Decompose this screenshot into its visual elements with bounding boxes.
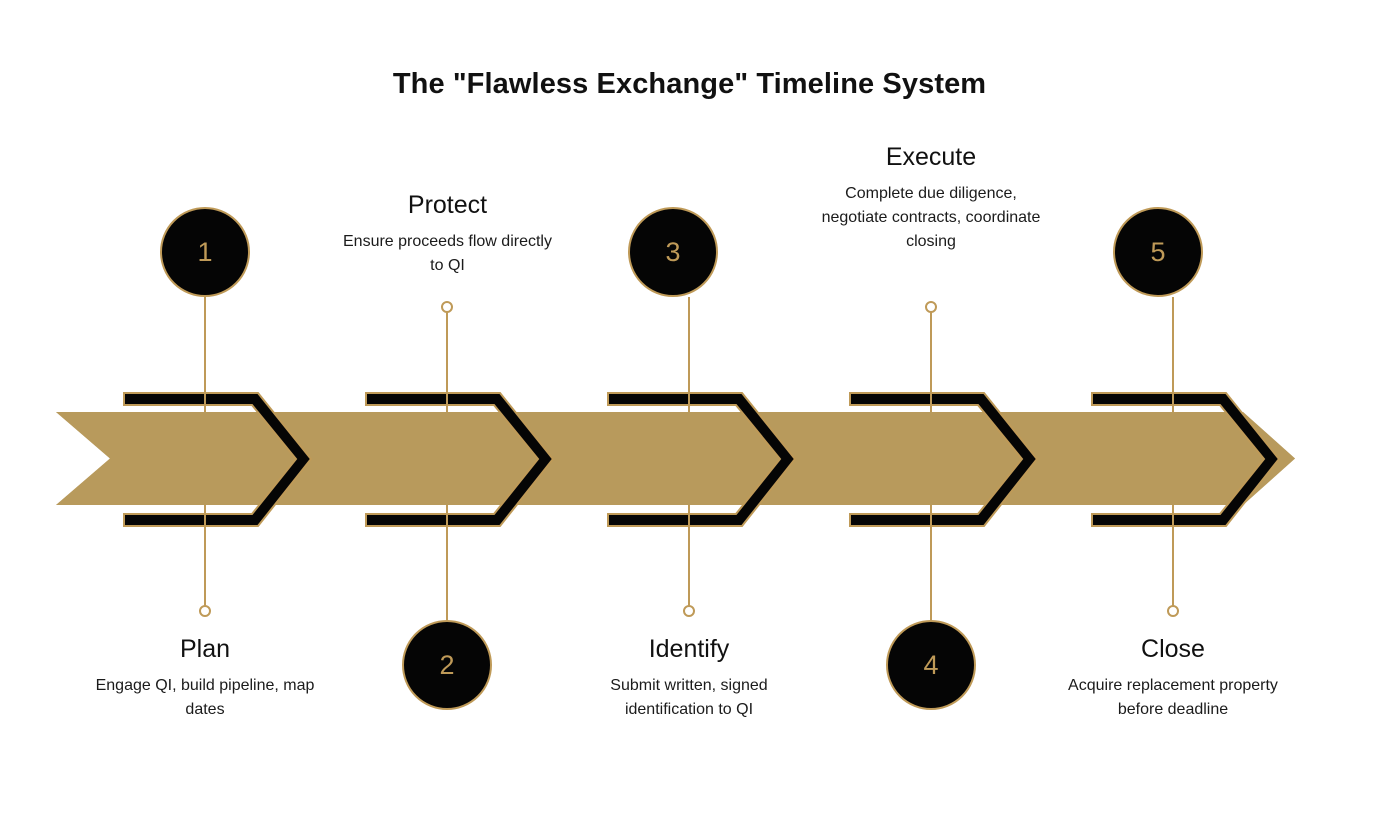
step-number-circle-4[interactable]: 4 (886, 620, 976, 710)
step-number-1: 1 (197, 236, 213, 267)
connector-dot-4 (925, 301, 937, 313)
step-desc-plan: Engage QI, build pipeline, map dates (95, 677, 315, 718)
step-title-close: Close (1141, 635, 1205, 663)
step-title-identify: Identify (648, 635, 730, 663)
step-number-circle-2[interactable]: 2 (402, 620, 492, 710)
page-title: The "Flawless Exchange" Timeline System (392, 68, 987, 100)
step-title-execute: Execute (885, 143, 977, 171)
step-label-close: Close Acquire replacement property befor… (1065, 634, 1281, 722)
step-desc-execute: Complete due diligence, negotiate contra… (821, 185, 1041, 250)
step-number-3: 3 (665, 236, 681, 267)
chevron-group (123, 392, 1281, 527)
connector-group (199, 297, 1179, 620)
step-number-2: 2 (439, 649, 455, 680)
step-label-plan: Plan Engage QI, build pipeline, map date… (95, 634, 315, 722)
connector-dot-1 (199, 605, 211, 617)
step-desc-close: Acquire replacement property before dead… (1068, 677, 1278, 718)
step-number-5: 5 (1150, 236, 1166, 267)
connector-dot-2 (441, 301, 453, 313)
chevron-segment-1 (123, 392, 313, 527)
connector-dot-5 (1167, 605, 1179, 617)
chevron-segment-4 (849, 392, 1039, 527)
step-desc-protect: Ensure proceeds flow directly to QI (343, 233, 552, 274)
step-desc-identify: Submit written, signed identification to… (610, 677, 768, 718)
gold-band-body (56, 412, 1295, 505)
step-number-circle-3[interactable]: 3 (628, 207, 718, 297)
step-number-circle-1[interactable]: 1 (160, 207, 250, 297)
chevron-segment-5 (1091, 392, 1281, 527)
step-label-protect: Protect Ensure proceeds flow directly to… (335, 190, 560, 278)
step-label-identify: Identify Submit written, signed identifi… (580, 634, 798, 722)
chevron-segment-2 (365, 392, 555, 527)
connector-dot-3 (683, 605, 695, 617)
step-number-4: 4 (923, 649, 939, 680)
step-number-circle-5[interactable]: 5 (1113, 207, 1203, 297)
step-title-protect: Protect (407, 191, 488, 219)
step-label-execute: Execute Complete due diligence, negotiat… (820, 142, 1042, 254)
step-title-plan: Plan (179, 635, 231, 663)
chevron-segment-3 (607, 392, 797, 527)
